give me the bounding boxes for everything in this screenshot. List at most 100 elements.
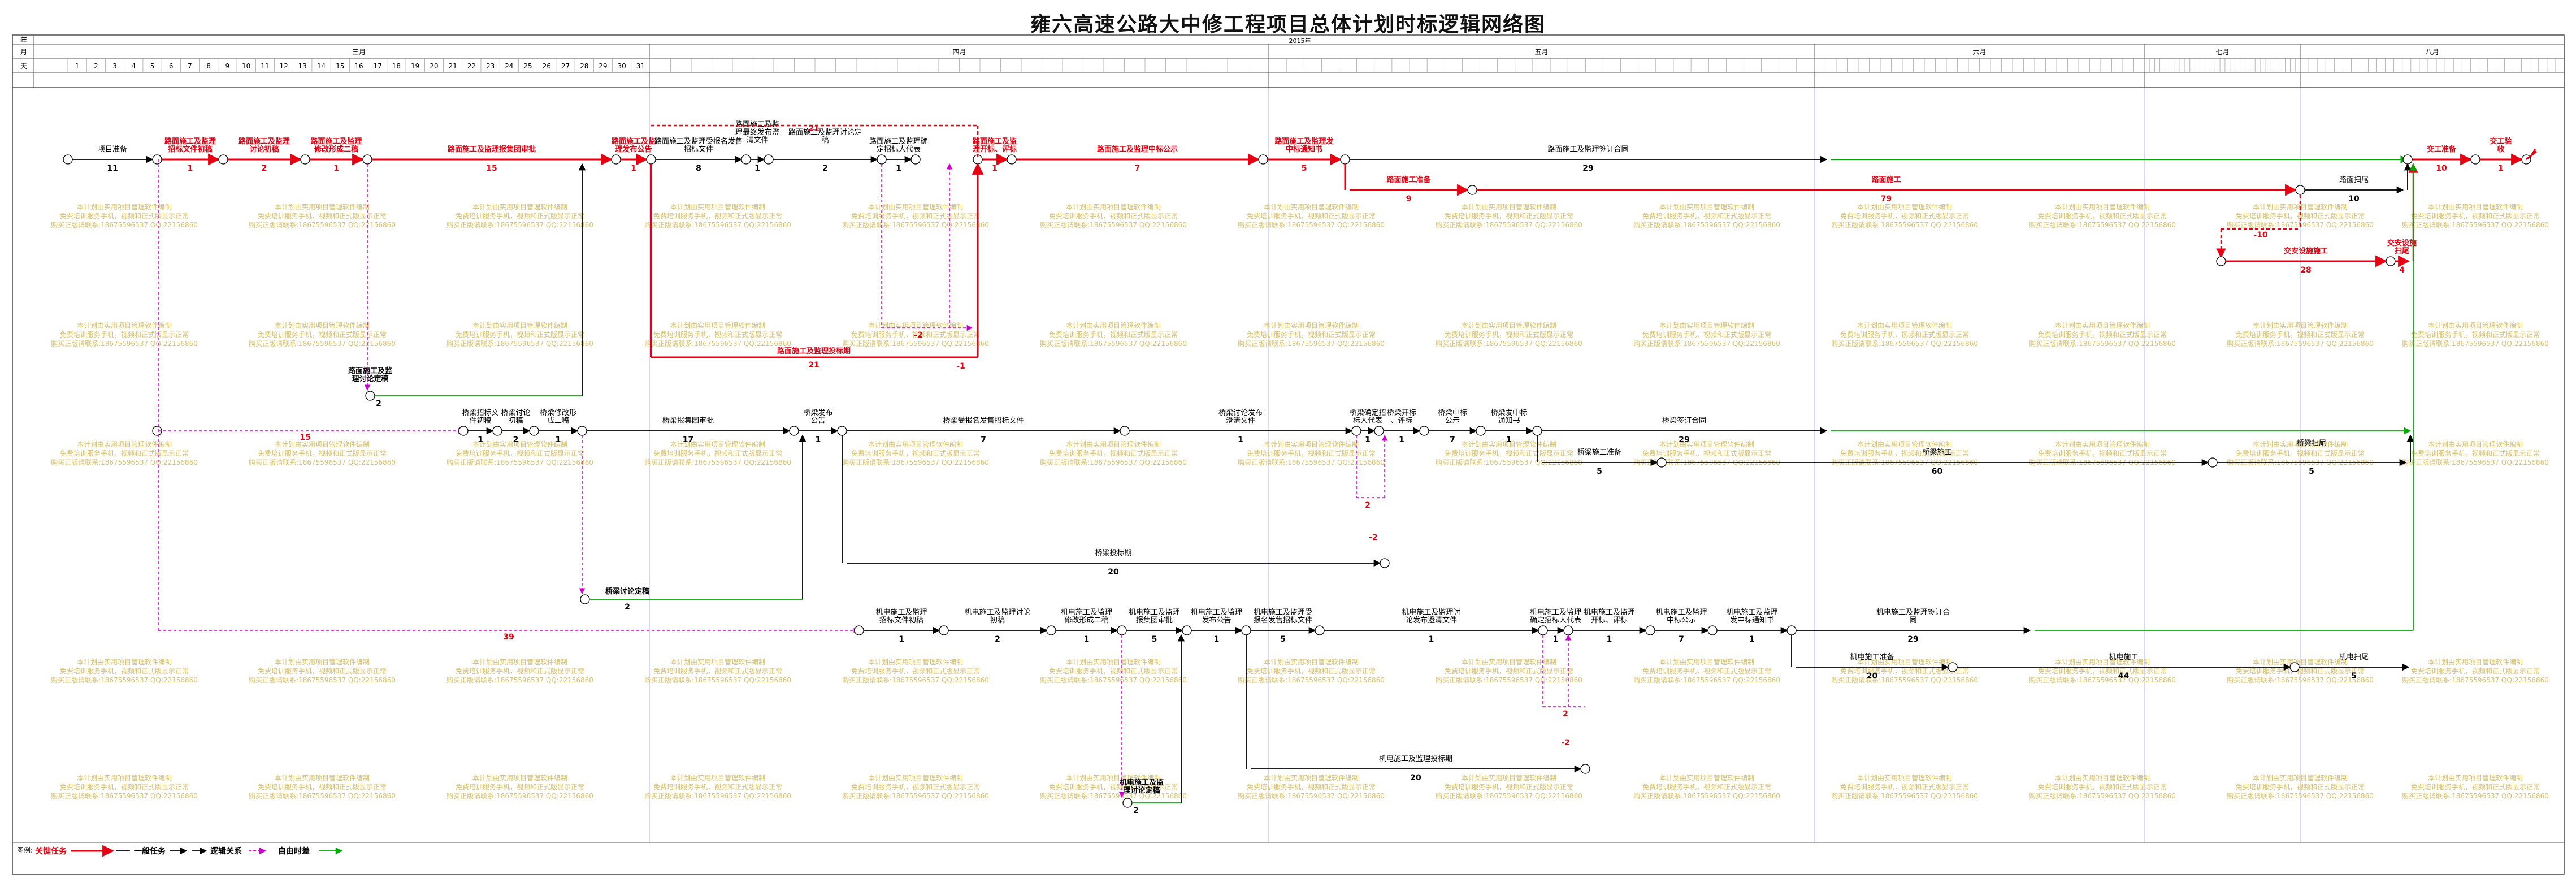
watermark-line: 购买正版请联系:18675596537 QQ:22156860 — [2402, 339, 2549, 348]
watermark-line: 购买正版请联系:18675596537 QQ:22156860 — [644, 220, 791, 229]
node-circle — [2386, 256, 2396, 266]
task-duration: 1 — [1238, 435, 1243, 444]
node-circle — [741, 154, 751, 165]
node-circle — [1374, 426, 1384, 436]
task-label: 路面施工及监理中标公示 — [1097, 145, 1178, 154]
float-value: -2 — [1369, 533, 1378, 542]
node-circle — [362, 154, 372, 165]
watermark-line: 购买正版请联系:18675596537 QQ:22156860 — [446, 676, 593, 684]
watermark-line: 购买正版请联系:18675596537 QQ:22156860 — [51, 339, 198, 348]
month-label: 四月 — [952, 48, 966, 56]
task-label: 交工验收 — [2490, 137, 2512, 154]
legend-normal: 一般任务 — [134, 846, 166, 856]
day-label: 21 — [448, 62, 457, 70]
task-duration: 10 — [2436, 164, 2447, 173]
day-label: 30 — [618, 62, 626, 70]
day-label: 1 — [75, 62, 80, 70]
row-label-month: 月 — [20, 48, 27, 56]
watermark-line: 免费培训服务手机，视频和正式版显示正常 — [2411, 449, 2540, 457]
task-label: 桥梁发布公告 — [803, 408, 832, 425]
year-label: 2015年 — [1289, 37, 1311, 45]
task-duration: 15 — [486, 164, 497, 173]
task-duration: 29 — [1582, 164, 1593, 173]
node-circle — [1580, 764, 1590, 774]
watermark-line: 购买正版请联系:18675596537 QQ:22156860 — [644, 458, 791, 466]
node-circle — [365, 391, 375, 401]
task-label: 路面施工准备 — [1386, 175, 1431, 184]
watermark-line: 免费培训服务手机，视频和正式版显示正常 — [456, 330, 584, 339]
legend-critical: 关键任务 — [35, 846, 67, 856]
task-duration: 21 — [808, 361, 819, 370]
float-value: 39 — [503, 633, 514, 642]
watermark-line: 购买正版请联系:18675596537 QQ:22156860 — [1040, 676, 1187, 684]
watermark-line: 本计划由实用项目管理软件编制 — [1264, 321, 1359, 330]
watermark-line: 本计划由实用项目管理软件编制 — [868, 202, 963, 211]
node-circle — [63, 154, 73, 165]
float-value: 2 — [1365, 501, 1371, 510]
watermark-line: 免费培训服务手机，视频和正式版显示正常 — [1247, 449, 1376, 457]
watermark-line: 免费培训服务手机，视频和正式版显示正常 — [653, 449, 782, 457]
watermark-line: 免费培训服务手机，视频和正式版显示正常 — [1840, 330, 1969, 339]
node-circle — [764, 154, 774, 165]
node-circle — [2289, 662, 2300, 672]
watermark-line: 本计划由实用项目管理软件编制 — [472, 440, 567, 448]
task-label: 机电施工及监理讨论定稿 — [1120, 778, 1164, 795]
task-duration: 79 — [1881, 194, 1892, 204]
node-circle — [1258, 154, 1268, 165]
node-circle — [939, 625, 949, 635]
node-circle — [611, 154, 621, 165]
watermark-line: 购买正版请联系:18675596537 QQ:22156860 — [842, 339, 989, 348]
day-label: 20 — [430, 62, 438, 70]
day-label: 11 — [261, 62, 269, 70]
watermark-line: 购买正版请联系:18675596537 QQ:22156860 — [1436, 458, 1582, 466]
task-label: 机电施工及监理确定招标人代表 — [1530, 608, 1581, 625]
row-label-year: 年 — [20, 36, 27, 44]
watermark-line: 本计划由实用项目管理软件编制 — [77, 658, 172, 666]
task-duration: 1 — [1553, 635, 1559, 644]
watermark-line: 免费培训服务手机，视频和正式版显示正常 — [2411, 330, 2540, 339]
task-label: 桥梁施工 — [1922, 448, 1951, 457]
task-duration: 8 — [696, 164, 701, 173]
day-label: 25 — [523, 62, 532, 70]
task-label: 交工准备 — [2427, 145, 2457, 154]
watermark-line: 免费培训服务手机，视频和正式版显示正常 — [2038, 449, 2167, 457]
watermark-line: 免费培训服务手机，视频和正式版显示正常 — [653, 211, 782, 220]
watermark-line: 免费培训服务手机，视频和正式版显示正常 — [1445, 330, 1573, 339]
task-label: 机电施工及监理招标文件初稿 — [875, 608, 927, 625]
task-duration: 1 — [896, 164, 901, 173]
task-duration: 5 — [2309, 467, 2314, 476]
watermark-line: 本计划由实用项目管理软件编制 — [1462, 773, 1556, 782]
watermark-line: 免费培训服务手机，视频和正式版显示正常 — [653, 782, 782, 791]
task-label: 桥梁招标文件初稿 — [462, 409, 498, 425]
watermark-line: 购买正版请联系:18675596537 QQ:22156860 — [644, 339, 791, 348]
node-circle — [789, 426, 799, 436]
task-duration: 7 — [981, 435, 986, 444]
task-duration: 1 — [992, 164, 998, 173]
node-circle — [1467, 185, 1477, 195]
watermark-line: 免费培训服务手机，视频和正式版显示正常 — [456, 782, 584, 791]
month-label: 五月 — [1534, 48, 1548, 56]
watermark-line: 本计划由实用项目管理软件编制 — [868, 440, 963, 448]
node-circle — [1563, 625, 1573, 635]
task-duration: 2 — [262, 164, 267, 173]
task-label: 路面施工及监理报集团审批 — [448, 145, 536, 154]
task-label: 机电扫尾 — [2339, 653, 2369, 662]
task-duration: 11 — [107, 164, 118, 173]
watermark-line: 购买正版请联系:18675596537 QQ:22156860 — [249, 220, 396, 229]
task-duration: 5 — [1280, 635, 1286, 644]
task-label: 机电施工及监理开标、评标 — [1584, 608, 1635, 625]
task-duration: 1 — [1399, 435, 1404, 444]
watermark-line: 购买正版请联系:18675596537 QQ:22156860 — [51, 676, 198, 684]
watermark-line: 本计划由实用项目管理软件编制 — [1066, 440, 1161, 448]
day-label: 13 — [298, 62, 307, 70]
task-duration: 29 — [1679, 435, 1689, 444]
task-duration: 20 — [1410, 773, 1421, 782]
watermark-line: 免费培训服务手机，视频和正式版显示正常 — [1049, 667, 1178, 675]
task-label: 路面施工及监理发布公告 — [612, 137, 656, 154]
node-circle — [529, 426, 539, 436]
day-label: 6 — [169, 62, 174, 70]
node-circle — [2402, 154, 2413, 165]
watermark-line: 购买正版请联系:18675596537 QQ:22156860 — [1831, 220, 1978, 229]
task-label: 桥梁签订合同 — [1662, 416, 1706, 425]
